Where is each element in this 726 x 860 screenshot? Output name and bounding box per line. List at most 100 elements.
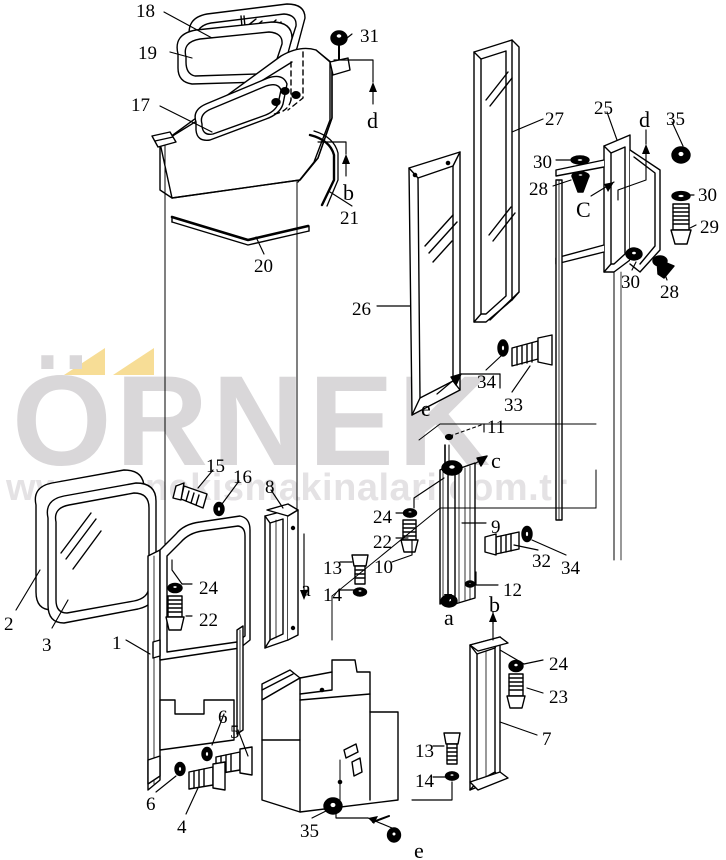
callout-d: d bbox=[367, 108, 378, 133]
callout-15: 15 bbox=[206, 456, 225, 477]
callout-3: 3 bbox=[42, 635, 52, 656]
fastener-bolt-33 bbox=[511, 334, 553, 367]
callout-4: 4 bbox=[177, 817, 187, 838]
callout-c: C bbox=[576, 197, 591, 222]
leader-lines bbox=[15, 11, 697, 829]
fastener-washer-30b bbox=[671, 190, 691, 202]
callout-9: 9 bbox=[491, 517, 501, 538]
fastener-grommet-28a bbox=[571, 171, 590, 193]
callout-10: 10 bbox=[374, 557, 393, 578]
callout-d: d bbox=[639, 107, 650, 132]
callout-35: 35 bbox=[666, 109, 685, 130]
fastener-washer-24c bbox=[508, 659, 524, 673]
fastener-e-bottom bbox=[372, 815, 402, 843]
fastener-bolt-4 bbox=[188, 761, 226, 791]
callout-33: 33 bbox=[504, 395, 523, 416]
fastener-washer-24b bbox=[167, 582, 183, 594]
fastener-washer-14a bbox=[352, 587, 368, 597]
callout-28: 28 bbox=[529, 179, 548, 200]
part-bracket-25 bbox=[555, 134, 661, 273]
callout-13: 13 bbox=[323, 558, 342, 579]
fastener-bolt-29 bbox=[670, 203, 692, 245]
part-glass-26 bbox=[408, 151, 461, 416]
part-center-pillar-9 bbox=[439, 460, 476, 608]
callout-35: 35 bbox=[300, 821, 319, 842]
fastener-washer-6a bbox=[201, 746, 213, 762]
callout-25: 25 bbox=[594, 98, 613, 119]
fastener-bolt-13a bbox=[351, 554, 369, 585]
fastener-washer-30a bbox=[570, 155, 590, 165]
callout-20: 20 bbox=[254, 256, 273, 277]
callout-22: 22 bbox=[199, 610, 218, 631]
callout-2: 2 bbox=[4, 614, 14, 635]
callout-30: 30 bbox=[621, 272, 640, 293]
cab-floor-outline bbox=[331, 423, 597, 641]
callout-30: 30 bbox=[698, 185, 717, 206]
callout-14: 14 bbox=[415, 771, 434, 792]
callout-26: 26 bbox=[352, 299, 371, 320]
callout-12: 12 bbox=[503, 580, 522, 601]
part-bolt-31 bbox=[329, 30, 351, 76]
part-door-frame-1 bbox=[147, 515, 251, 791]
leader-e-center bbox=[436, 373, 501, 395]
callout-c: c bbox=[491, 448, 501, 473]
callout-e: e bbox=[414, 838, 424, 860]
part-glass-3 bbox=[46, 482, 157, 624]
part-pillar-7 bbox=[469, 636, 509, 791]
callout-34: 34 bbox=[561, 558, 580, 579]
callout-29: 29 bbox=[700, 217, 719, 238]
callout-18: 18 bbox=[136, 1, 155, 22]
callout-b: b bbox=[489, 592, 500, 617]
callout-27: 27 bbox=[545, 109, 564, 130]
fastener-grommet-28b bbox=[652, 255, 675, 279]
callout-a: a bbox=[301, 576, 311, 601]
callout-30: 30 bbox=[533, 152, 552, 173]
fastener-washer-30c bbox=[625, 247, 643, 261]
callout-24: 24 bbox=[549, 654, 568, 675]
callout-1: 1 bbox=[112, 633, 122, 654]
callout-7: 7 bbox=[542, 729, 552, 750]
part-channel-8 bbox=[264, 503, 299, 649]
callout-8: 8 bbox=[265, 477, 275, 498]
callout-e: e bbox=[421, 396, 431, 421]
callout-6: 6 bbox=[218, 707, 228, 728]
part-trim-20 bbox=[170, 215, 310, 246]
callout-19: 19 bbox=[138, 43, 157, 64]
callout-22: 22 bbox=[373, 532, 392, 553]
fastener-bolt-22a bbox=[400, 519, 419, 553]
callout-28: 28 bbox=[660, 282, 679, 303]
callout-17: 17 bbox=[131, 95, 150, 116]
callout-21: 21 bbox=[340, 208, 359, 229]
callout-32: 32 bbox=[532, 551, 551, 572]
fastener-bolt-23 bbox=[506, 673, 526, 709]
fastener-washer-34a bbox=[497, 339, 509, 357]
callout-a: a bbox=[444, 605, 454, 630]
callout-34: 34 bbox=[477, 372, 496, 393]
machine-body-outline bbox=[261, 659, 399, 813]
callout-24: 24 bbox=[373, 507, 392, 528]
callout-14: 14 bbox=[323, 585, 342, 606]
part-window-27 bbox=[473, 39, 520, 323]
callout-24: 24 bbox=[199, 578, 218, 599]
fastener-bolt-32 bbox=[484, 531, 520, 556]
fastener-nut-35a bbox=[671, 146, 691, 164]
part-right-pillar bbox=[555, 179, 622, 561]
fastener-washer-14b bbox=[444, 771, 460, 781]
callout-b: b bbox=[343, 180, 354, 205]
callout-23: 23 bbox=[549, 687, 568, 708]
fastener-nut-35b bbox=[323, 797, 343, 815]
fastener-washer-12 bbox=[464, 580, 476, 588]
part-roof-panel-17 bbox=[151, 47, 333, 199]
fastener-washer-16 bbox=[213, 501, 225, 517]
callout-6: 6 bbox=[146, 794, 156, 815]
fastener-bolt-22b bbox=[165, 595, 185, 631]
callout-5: 5 bbox=[230, 722, 240, 743]
fastener-washer-34b bbox=[521, 525, 533, 543]
callout-31: 31 bbox=[360, 26, 379, 47]
fastener-bolt-13b bbox=[443, 732, 461, 765]
fastener-bolt-15 bbox=[172, 482, 208, 509]
callout-13: 13 bbox=[415, 741, 434, 762]
fastener-washer-6b bbox=[174, 761, 186, 777]
